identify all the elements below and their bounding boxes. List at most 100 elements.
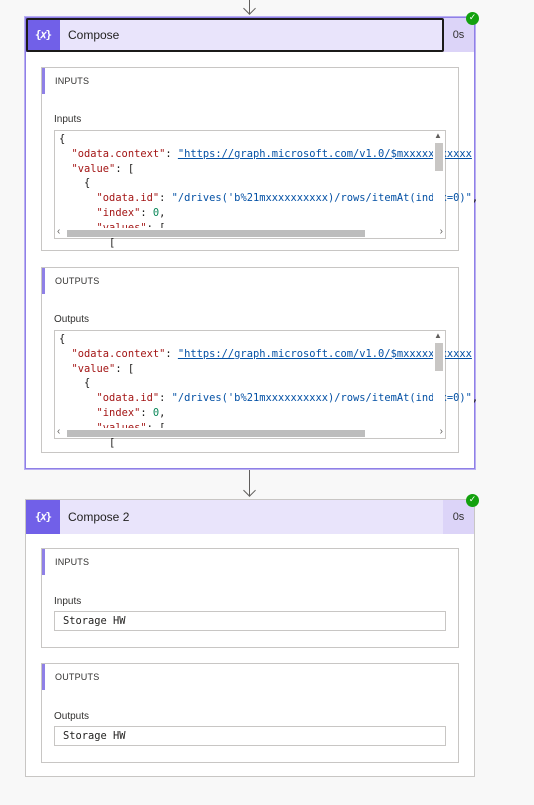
compose-card-header[interactable]: {𝑥} Compose 0s — [26, 18, 474, 52]
code-token: : — [140, 206, 153, 219]
code-line: "odata.id": "/drives('b%21mxxxxxxxxxx)/r… — [59, 391, 479, 406]
inputs-section-header: INPUTS — [42, 549, 458, 575]
code-token: { — [59, 133, 66, 145]
code-token: 0 — [152, 206, 160, 219]
code-line: { — [59, 332, 433, 347]
code-token — [59, 207, 97, 219]
code-line: "odata.context": "https://graph.microsof… — [59, 147, 472, 162]
code-token — [59, 348, 72, 360]
code-token: [ — [59, 436, 116, 449]
code-token: , — [159, 206, 166, 219]
connector-line-top — [249, 0, 250, 14]
scroll-right-icon[interactable]: › — [439, 426, 443, 437]
outputs-label: Outputs — [54, 314, 90, 325]
code-line: "index": 0, — [59, 206, 433, 221]
code-token: { — [59, 377, 91, 390]
code-line: "odata.context": "https://graph.microsof… — [59, 347, 472, 362]
code-token: "index" — [96, 406, 141, 419]
code-token: : [ — [115, 162, 135, 175]
outputs-section-header: OUTPUTS — [42, 268, 458, 294]
code-token: : — [140, 406, 153, 419]
code-token: "odata.id" — [96, 392, 160, 405]
inputs-value[interactable]: Storage HW — [54, 611, 446, 631]
json-code: { "odata.context": "https://graph.micros… — [55, 131, 479, 249]
compose-2-card-header[interactable]: {𝑥} Compose 2 0s — [26, 500, 474, 534]
code-line: [ — [59, 436, 433, 451]
inputs-label: Inputs — [54, 114, 82, 125]
code-token: "/drives('b%21mxxxxxxxxxx)/rows/itemAt(i… — [171, 392, 472, 405]
code-token: "value" — [71, 162, 116, 175]
code-token: : — [159, 192, 172, 205]
json-code: { "odata.context": "https://graph.micros… — [55, 331, 479, 449]
code-token: "odata.context" — [71, 347, 166, 360]
scroll-thumb[interactable] — [435, 143, 443, 171]
scroll-left-icon[interactable]: ‹ — [57, 426, 61, 437]
outputs-section: OUTPUTS Outputs { "odata.context": "http… — [41, 267, 479, 453]
code-token: , — [471, 192, 479, 205]
code-token: { — [59, 177, 91, 190]
outputs-label: Outputs — [54, 711, 90, 722]
success-check-icon: ✓ — [466, 494, 479, 507]
code-token — [59, 407, 97, 419]
scroll-right-icon[interactable]: › — [439, 226, 443, 237]
horizontal-scrollbar[interactable]: ‹ › — [55, 426, 445, 438]
inputs-section-header: INPUTS — [42, 68, 458, 94]
outputs-section: OUTPUTS Outputs Storage HW — [41, 663, 459, 763]
connector-line — [249, 470, 250, 496]
code-line: [ — [59, 236, 433, 251]
code-token — [59, 363, 72, 375]
success-check-icon: ✓ — [466, 12, 479, 25]
code-line: { — [59, 132, 433, 147]
scroll-thumb[interactable] — [67, 430, 365, 437]
code-token — [59, 392, 97, 404]
compose-action-card[interactable]: {𝑥} Compose 0s INPUTS Inputs { "odata.co… — [25, 17, 479, 469]
code-token: [ — [59, 236, 116, 249]
code-line: { — [59, 376, 433, 391]
scroll-thumb[interactable] — [67, 230, 365, 237]
code-token: , — [471, 392, 479, 405]
action-title: Compose 2 — [68, 510, 130, 524]
scroll-up-icon[interactable]: ▲ — [434, 131, 442, 140]
horizontal-scrollbar[interactable]: ‹ › — [55, 226, 445, 238]
code-token — [59, 148, 72, 160]
outputs-section-header: OUTPUTS — [42, 664, 458, 690]
code-token — [59, 192, 97, 204]
code-token[interactable]: "https://graph.microsoft.com/v1.0/$mxxxx… — [177, 347, 472, 360]
vertical-scrollbar[interactable]: ▲ — [433, 131, 445, 228]
outputs-value[interactable]: Storage HW — [54, 726, 446, 746]
scroll-left-icon[interactable]: ‹ — [57, 226, 61, 237]
code-token: "odata.id" — [96, 192, 160, 205]
code-token: : [ — [147, 222, 166, 234]
code-token — [59, 163, 72, 175]
inputs-section: INPUTS Inputs { "odata.context": "https:… — [41, 67, 479, 251]
action-title: Compose — [68, 28, 120, 42]
code-line: "index": 0, — [59, 406, 433, 421]
code-token: , — [159, 406, 166, 419]
code-line: { — [59, 176, 433, 191]
code-line: "odata.id": "/drives('b%21mxxxxxxxxxx)/r… — [59, 191, 479, 206]
code-token: : [ — [147, 422, 166, 434]
code-token: : [ — [115, 362, 135, 375]
scroll-thumb[interactable] — [435, 343, 443, 371]
inputs-section: INPUTS Inputs Storage HW — [41, 548, 459, 648]
code-token: "/drives('b%21mxxxxxxxxxx)/rows/itemAt(i… — [171, 192, 472, 205]
compose-2-action-card[interactable]: {𝑥} Compose 2 0s INPUTS Inputs Storage H… — [25, 499, 475, 777]
expression-icon: {𝑥} — [26, 18, 60, 52]
code-token: "value" — [71, 362, 116, 375]
code-token: : — [165, 347, 178, 360]
code-token: 0 — [152, 406, 160, 419]
code-token: : — [159, 392, 172, 405]
outputs-json-viewer[interactable]: { "odata.context": "https://graph.micros… — [54, 330, 479, 449]
code-token[interactable]: "https://graph.microsoft.com/v1.0/$mxxxx… — [177, 147, 472, 160]
inputs-label: Inputs — [54, 596, 82, 607]
expression-icon: {𝑥} — [26, 500, 60, 534]
arrow-down-icon — [243, 484, 256, 497]
vertical-scrollbar[interactable]: ▲ — [433, 331, 445, 428]
code-line: "value": [ — [59, 162, 433, 177]
code-token: { — [59, 333, 66, 345]
code-token: : — [165, 147, 178, 160]
code-line: "value": [ — [59, 362, 433, 377]
code-token: "index" — [96, 206, 141, 219]
inputs-json-viewer[interactable]: { "odata.context": "https://graph.micros… — [54, 130, 479, 249]
scroll-up-icon[interactable]: ▲ — [434, 331, 442, 340]
